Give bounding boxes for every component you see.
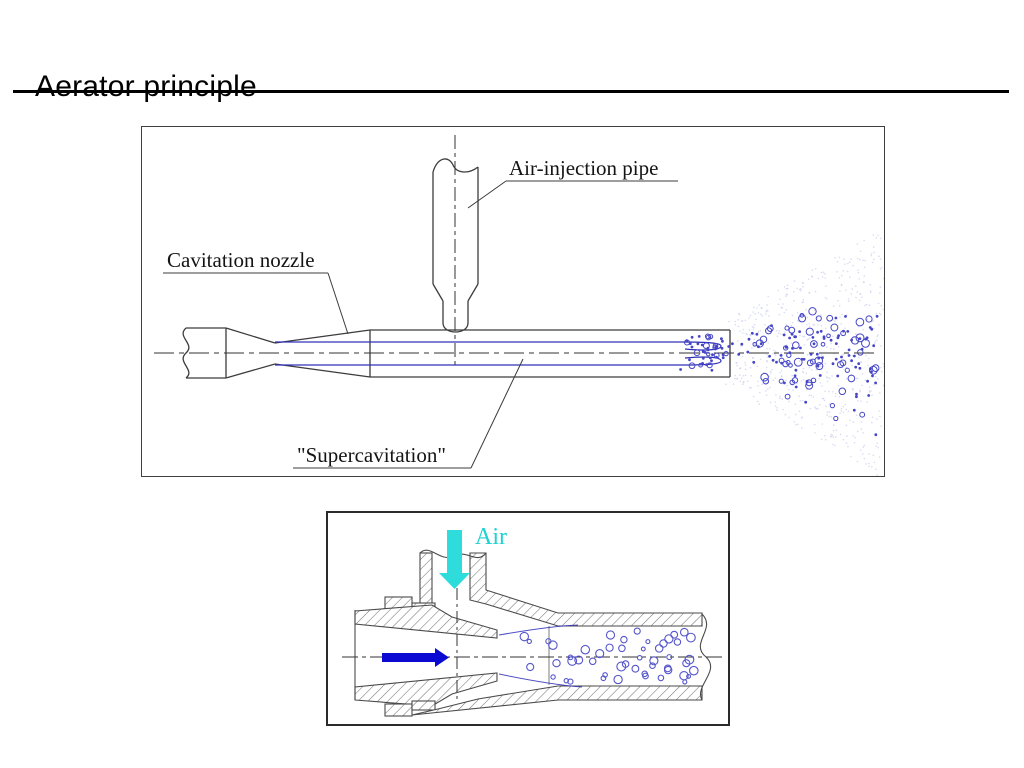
centerlines — [154, 135, 879, 367]
cavitation-nozzle-diagram: Air-injection pipe Cavitation nozzle "Su… — [154, 135, 884, 476]
supercavitation-label: "Supercavitation" — [297, 443, 446, 467]
bubble-field — [519, 627, 699, 685]
aerator-cross-section-diagram: Air — [342, 524, 724, 717]
hatched-walls — [354, 552, 703, 717]
water-flow-arrow — [382, 648, 449, 667]
jet-boundary-lines — [498, 624, 583, 688]
nozzle-body-outline — [182, 327, 731, 379]
leader-lines — [163, 180, 678, 469]
air-injection-pipe-outline — [432, 158, 479, 333]
air-pipe-left-wall — [419, 552, 433, 605]
cavitation-nozzle-label: Cavitation nozzle — [167, 248, 315, 272]
bottom-diagram-frame: Air — [326, 511, 730, 726]
spray-dots — [679, 307, 880, 437]
nozzle-upper-wall — [354, 604, 498, 639]
air-pipe-right-wall-and-shoulder — [469, 552, 703, 627]
bottom-shoulder-wall — [411, 685, 703, 716]
title-underline — [13, 90, 1009, 93]
page-title: Aerator principle — [35, 70, 257, 104]
top-diagram-frame: Air-injection pipe Cavitation nozzle "Su… — [141, 126, 885, 477]
air-injection-pipe-label: Air-injection pipe — [509, 156, 658, 180]
air-flow-arrow — [439, 530, 470, 589]
air-label: Air — [475, 524, 507, 550]
